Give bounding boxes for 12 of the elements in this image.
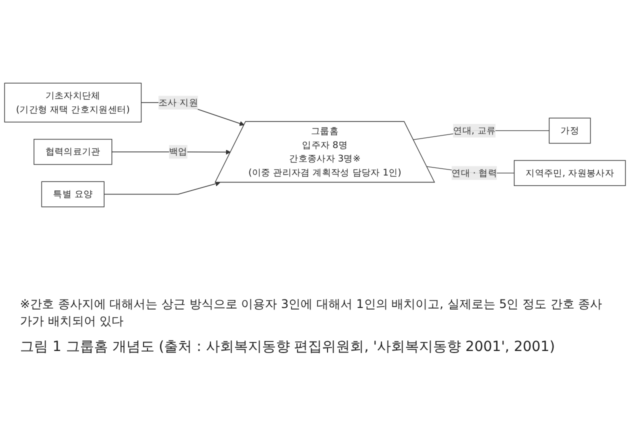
node-box: 기초자치단체 (기간형 재택 간호지원센터) bbox=[4, 82, 142, 122]
node-box: 특별 요양 bbox=[41, 181, 104, 208]
edge-label: 연대, 교류 bbox=[453, 124, 496, 136]
edge-label: 조사 지원 bbox=[158, 96, 198, 108]
arrow bbox=[104, 181, 220, 195]
edge-label: 연대 · 협력 bbox=[452, 167, 498, 178]
node-box: 지역주민, 자원봉사자 bbox=[514, 160, 626, 186]
edge-label: 백업 bbox=[169, 146, 188, 158]
figure-caption: 그림 1 그룹홈 개념도 (출처 : 사회복지동향 편집위원회, '사회복지동향 2001', 2001) bbox=[20, 338, 556, 357]
node-box: 협력의료기관 bbox=[34, 138, 112, 165]
node-box: 가정 bbox=[548, 118, 591, 144]
footnote: ※간호 종사지에 대해서는 상근 방식으로 이용자 3인에 대해서 1인의 배치이고, 실제로는 5인 정도 간호 종사가가 배치되어 있다 bbox=[20, 296, 604, 330]
